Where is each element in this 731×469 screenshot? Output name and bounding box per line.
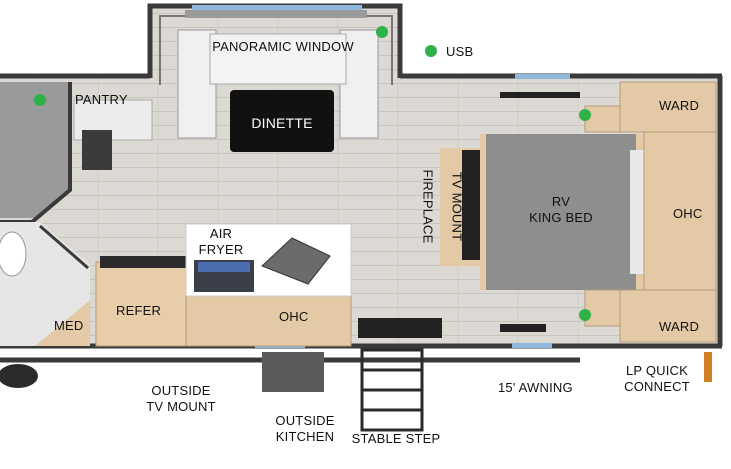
label-med: MED: [54, 318, 84, 333]
label-connect: CONNECT: [624, 379, 690, 394]
lp-connector: [704, 352, 712, 382]
bath-lower-wall: [39, 224, 89, 270]
label-rv: RV: [551, 194, 571, 209]
refer-cabinet: [95, 261, 187, 347]
stable-step: [360, 348, 424, 432]
med-cabinet: [35, 300, 90, 346]
label-ohc-kitchen: OHC: [279, 309, 309, 324]
outside-tv-mount-shape: [0, 364, 38, 388]
shelf-top: [500, 92, 580, 98]
label-tv-mount-out: TV MOUNT: [146, 399, 216, 414]
label-ohc-right: OHC: [673, 206, 703, 221]
air-fryer-icon: [198, 262, 250, 272]
usb-legend-dot: [425, 45, 437, 57]
label-tv-mount: TV MOUNT: [449, 171, 465, 242]
usb-dot: [376, 26, 388, 38]
toilet: [0, 231, 27, 277]
label-kitchen: KITCHEN: [275, 429, 335, 444]
label-outside: OUTSIDE: [151, 383, 211, 398]
nightstand-bottom: [584, 289, 621, 327]
dinette-back: [209, 33, 347, 85]
label-panoramic-window: PANORAMIC WINDOW: [212, 39, 354, 54]
entry-rug: [358, 318, 442, 338]
label-outside-k: OUTSIDE: [275, 413, 335, 428]
bed-pillows: [630, 150, 644, 274]
label-king-bed: KING BED: [529, 210, 593, 225]
bath-area: [0, 82, 70, 218]
label-refer: REFER: [116, 303, 162, 318]
sink: [261, 237, 331, 285]
label-pantry: PANTRY: [75, 92, 128, 107]
ward-bottom: [619, 289, 717, 343]
window-shade: [185, 10, 367, 18]
label-lp-quick: LP QUICK: [625, 363, 689, 378]
window-top: [192, 5, 362, 11]
usb-dot: [579, 109, 591, 121]
label-fryer: FRYER: [198, 242, 244, 257]
window-bottom-2: [512, 343, 552, 348]
outside-kitchen-box: [262, 352, 324, 392]
label-dinette: DINETTE: [251, 115, 313, 131]
tv-unit: [462, 150, 480, 260]
refer-top: [100, 256, 188, 268]
window-right: [515, 74, 570, 79]
label-ward-bottom: WARD: [659, 319, 700, 334]
nightstand-top: [584, 105, 621, 133]
king-bed: [486, 134, 636, 290]
usb-dot: [34, 94, 46, 106]
label-usb: USB: [446, 44, 474, 59]
usb-dot: [579, 309, 591, 321]
dinette-table: [230, 90, 334, 152]
label-fireplace: FIREPLACE: [420, 169, 436, 244]
shelf-bottom: [500, 324, 546, 332]
label-ward-top: WARD: [659, 98, 700, 113]
pantry-steps: [82, 130, 112, 170]
label-stable-step: STABLE STEP: [351, 431, 441, 446]
label-air: AIR: [209, 226, 233, 241]
label-awning: 15' AWNING: [498, 380, 573, 395]
